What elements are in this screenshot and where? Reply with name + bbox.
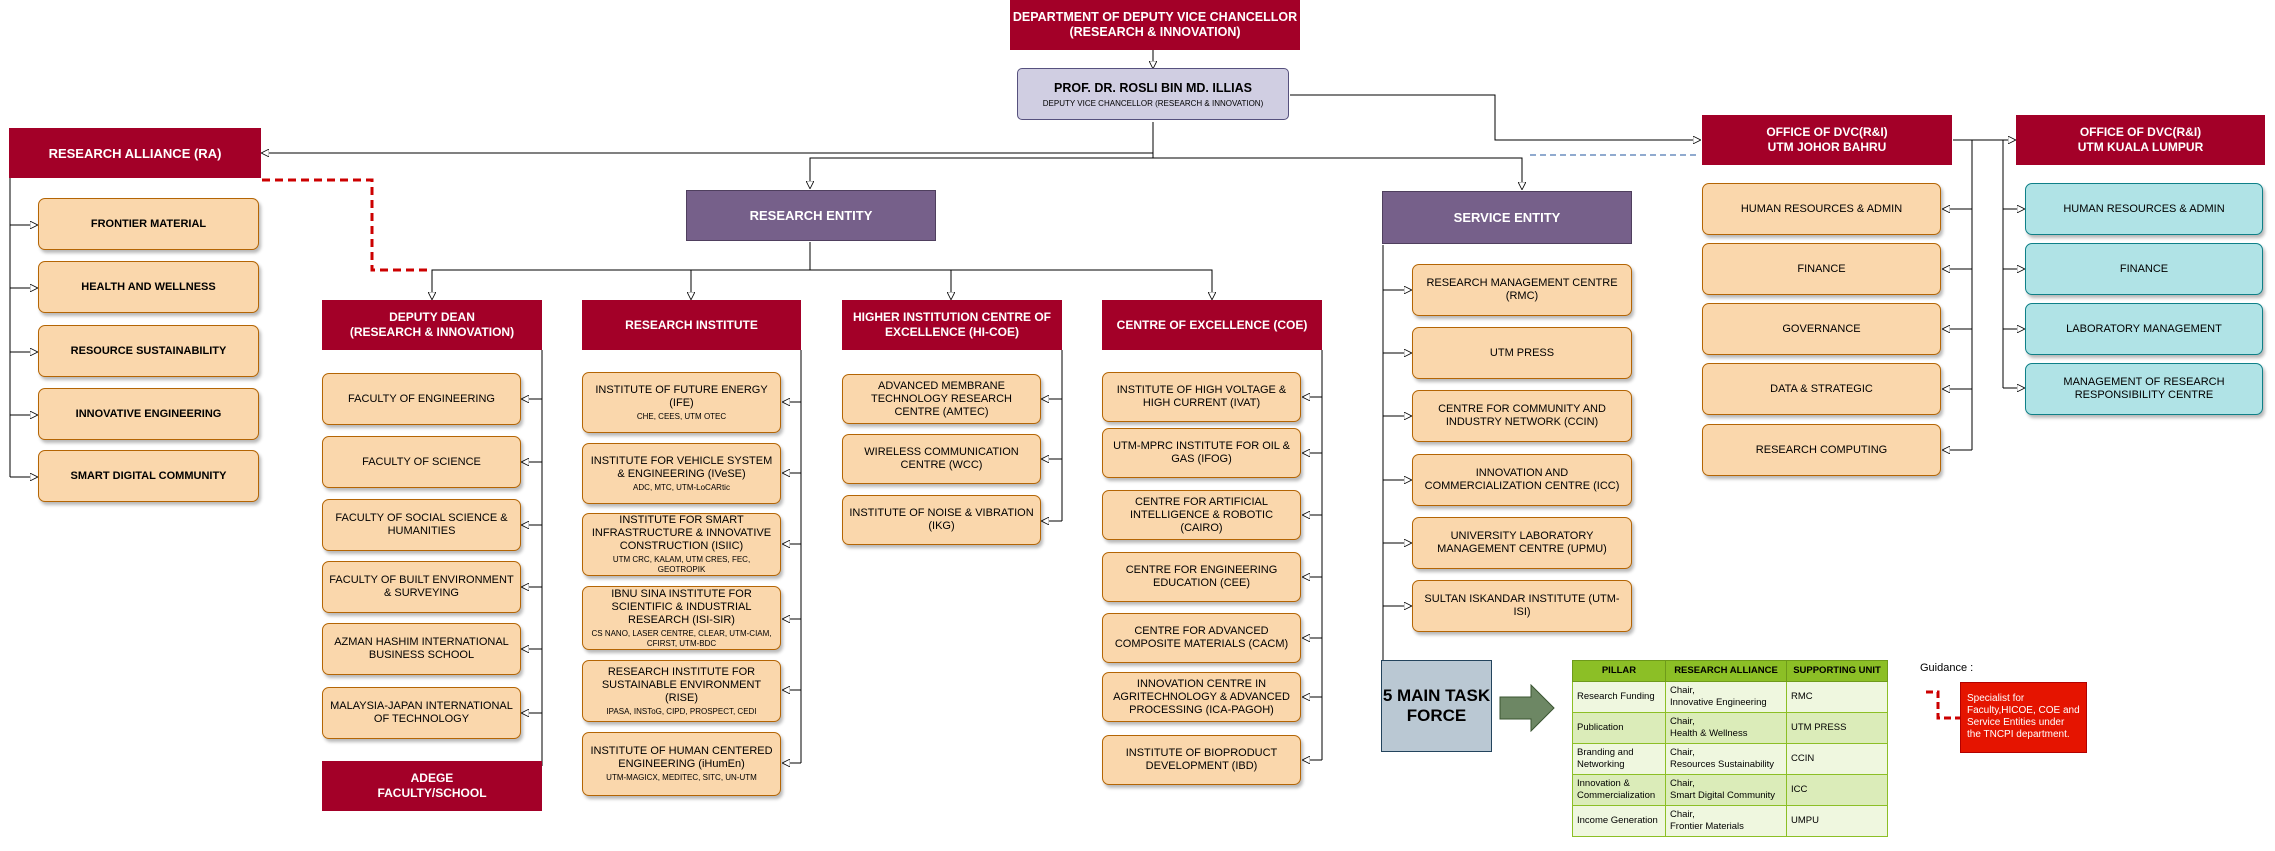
- coe-item: INSTITUTE OF HIGH VOLTAGE & HIGH CURRENT…: [1102, 372, 1301, 422]
- research-entity-header: RESEARCH ENTITY: [686, 190, 936, 241]
- top-department-header: DEPARTMENT OF DEPUTY VICE CHANCELLOR (RE…: [1010, 0, 1300, 50]
- coe-header: CENTRE OF EXCELLENCE (COE): [1102, 300, 1322, 350]
- institute-item: IBNU SINA INSTITUTE FOR SCIENTIFIC & IND…: [582, 586, 781, 650]
- table-cell: UTM PRESS: [1786, 712, 1888, 744]
- faculty-item: MALAYSIA-JAPAN INTERNATIONAL OF TECHNOLO…: [322, 687, 521, 739]
- table-cell: Chair, Innovative Engineering: [1665, 681, 1787, 713]
- office-kl-header: OFFICE OF DVC(R&I) UTM KUALA LUMPUR: [2016, 115, 2265, 165]
- guidance-label: Guidance :: [1920, 662, 1974, 674]
- institute-item: INSTITUTE FOR SMART INFRASTRUCTURE & INN…: [582, 513, 781, 576]
- hicoe-item: WIRELESS COMMUNICATION CENTRE (WCC): [842, 434, 1041, 484]
- guidance-note: Specialist for Faculty,HICOE, COE and Se…: [1960, 682, 2087, 753]
- ra-item: RESOURCE SUSTAINABILITY: [38, 325, 259, 377]
- office-jb-item: HUMAN RESOURCES & ADMIN: [1702, 183, 1941, 235]
- faculty-item: FACULTY OF SCIENCE: [322, 436, 521, 488]
- institute-item: INSTITUTE FOR VEHICLE SYSTEM & ENGINEERI…: [582, 443, 781, 504]
- table-cell: Research Funding: [1572, 681, 1666, 713]
- service-entity-header: SERVICE ENTITY: [1382, 191, 1632, 244]
- ra-item: FRONTIER MATERIAL: [38, 198, 259, 250]
- research-alliance-header: RESEARCH ALLIANCE (RA): [9, 128, 261, 178]
- faculty-item: AZMAN HASHIM INTERNATIONAL BUSINESS SCHO…: [322, 623, 521, 675]
- office-kl-item: HUMAN RESOURCES & ADMIN: [2025, 183, 2263, 235]
- table-cell: Innovation & Commercialization: [1572, 774, 1666, 806]
- table-cell: Branding and Networking: [1572, 743, 1666, 775]
- coe-item: INSTITUTE OF BIOPRODUCT DEVELOPMENT (IBD…: [1102, 735, 1301, 785]
- faculty-item: FACULTY OF ENGINEERING: [322, 373, 521, 425]
- hicoe-item: ADVANCED MEMBRANE TECHNOLOGY RESEARCH CE…: [842, 374, 1041, 424]
- table-cell: UMPU: [1786, 805, 1888, 837]
- service-item: UNIVERSITY LABORATORY MANAGEMENT CENTRE …: [1412, 517, 1632, 569]
- faculty-item: FACULTY OF BUILT ENVIRONMENT & SURVEYING: [322, 561, 521, 613]
- office-kl-item: FINANCE: [2025, 243, 2263, 295]
- service-item: INNOVATION AND COMMERCIALIZATION CENTRE …: [1412, 454, 1632, 506]
- table-cell: CCIN: [1786, 743, 1888, 775]
- office-jb-header: OFFICE OF DVC(R&I) UTM JOHOR BAHRU: [1702, 115, 1952, 165]
- dvc-box: PROF. DR. ROSLI BIN MD. ILLIAS DEPUTY VI…: [1017, 68, 1289, 120]
- faculty-item: FACULTY OF SOCIAL SCIENCE & HUMANITIES: [322, 499, 521, 551]
- arrow-right-icon: [1499, 684, 1555, 732]
- hicoe-header: HIGHER INSTITUTION CENTRE OF EXCELLENCE …: [842, 300, 1062, 350]
- ra-item: SMART DIGITAL COMMUNITY: [38, 450, 259, 502]
- service-item: CENTRE FOR COMMUNITY AND INDUSTRY NETWOR…: [1412, 390, 1632, 442]
- coe-item: CENTRE FOR ARTIFICIAL INTELLIGENCE & ROB…: [1102, 490, 1301, 540]
- institute-item: INSTITUTE OF HUMAN CENTERED ENGINEERING …: [582, 732, 781, 796]
- table-cell: ICC: [1786, 774, 1888, 806]
- table-cell: RMC: [1786, 681, 1888, 713]
- pillar-table: PILLAR RESEARCH ALLIANCE SUPPORTING UNIT…: [1572, 660, 1888, 837]
- ra-item: HEALTH AND WELLNESS: [38, 261, 259, 313]
- hicoe-item: INSTITUTE OF NOISE & VIBRATION (IKG): [842, 495, 1041, 545]
- office-kl-item: LABORATORY MANAGEMENT: [2025, 303, 2263, 355]
- office-jb-item: DATA & STRATEGIC: [1702, 363, 1941, 415]
- coe-item: INNOVATION CENTRE IN AGRITECHNOLOGY & AD…: [1102, 672, 1301, 722]
- coe-item: CENTRE FOR ENGINEERING EDUCATION (CEE): [1102, 552, 1301, 602]
- service-item: UTM PRESS: [1412, 327, 1632, 379]
- office-jb-item: RESEARCH COMPUTING: [1702, 424, 1941, 476]
- dvc-name: PROF. DR. ROSLI BIN MD. ILLIAS: [1054, 80, 1252, 95]
- coe-item: CENTRE FOR ADVANCED COMPOSITE MATERIALS …: [1102, 613, 1301, 663]
- institute-item: RESEARCH INSTITUTE FOR SUSTAINABLE ENVIR…: [582, 660, 781, 722]
- table-row: Branding and Networking Chair, Resources…: [1572, 743, 1888, 775]
- table-row: Innovation & Commercialization Chair, Sm…: [1572, 774, 1888, 806]
- table-cell: Chair, Resources Sustainability: [1665, 743, 1787, 775]
- office-jb-item: FINANCE: [1702, 243, 1941, 295]
- table-cell: Chair, Smart Digital Community: [1665, 774, 1787, 806]
- table-row: Income Generation Chair, Frontier Materi…: [1572, 805, 1888, 837]
- dvc-title: DEPUTY VICE CHANCELLOR (RESEARCH & INNOV…: [1042, 98, 1264, 108]
- table-cell: Income Generation: [1572, 805, 1666, 837]
- research-institute-header: RESEARCH INSTITUTE: [582, 300, 801, 350]
- table-header: RESEARCH ALLIANCE: [1665, 660, 1787, 682]
- table-row: Publication Chair, Health & Wellness UTM…: [1572, 712, 1888, 744]
- office-kl-item: MANAGEMENT OF RESEARCH RESPONSIBILITY CE…: [2025, 363, 2263, 415]
- institute-item: INSTITUTE OF FUTURE ENERGY (IFE)CHE, CEE…: [582, 372, 781, 433]
- ra-item: INNOVATIVE ENGINEERING: [38, 388, 259, 440]
- service-item: RESEARCH MANAGEMENT CENTRE (RMC): [1412, 264, 1632, 316]
- table-row: Research Funding Chair, Innovative Engin…: [1572, 681, 1888, 713]
- service-item: SULTAN ISKANDAR INSTITUTE (UTM-ISI): [1412, 580, 1632, 632]
- task-force-box: 5 MAIN TASK FORCE: [1381, 660, 1492, 752]
- table-header: PILLAR: [1572, 660, 1666, 682]
- deputy-dean-header: DEPUTY DEAN (RESEARCH & INNOVATION): [322, 300, 542, 350]
- table-cell: Publication: [1572, 712, 1666, 744]
- table-header: SUPPORTING UNIT: [1786, 660, 1888, 682]
- coe-item: UTM-MPRC INSTITUTE FOR OIL & GAS (IFOG): [1102, 428, 1301, 478]
- table-cell: Chair, Health & Wellness: [1665, 712, 1787, 744]
- adege-footer: ADEGE FACULTY/SCHOOL: [322, 761, 542, 811]
- table-cell: Chair, Frontier Materials: [1665, 805, 1787, 837]
- office-jb-item: GOVERNANCE: [1702, 303, 1941, 355]
